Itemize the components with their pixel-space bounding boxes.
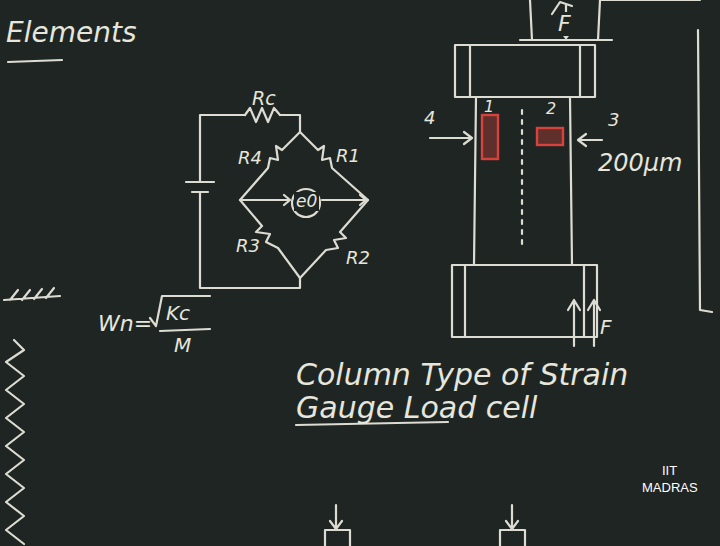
formula-text: M (174, 334, 191, 356)
underline (8, 60, 62, 62)
column-load-cell (430, 0, 612, 346)
ground-hatch (4, 288, 60, 300)
gauge-number: 2 (546, 100, 556, 118)
formula-text: Kc (166, 302, 190, 324)
gauge-number: 1 (484, 98, 494, 116)
resistor-label: R4 (238, 148, 262, 168)
caption-text: Column Type of Strain Gauge Load cell (296, 358, 676, 424)
root-sign (150, 296, 210, 326)
resistor-label: R1 (336, 146, 360, 166)
partial-sketch (325, 505, 350, 546)
frame-line (600, 0, 700, 1)
fraction-bar (160, 329, 210, 331)
resistor-label: R2 (346, 248, 370, 268)
force-label: F (556, 12, 573, 36)
watermark: IIT (662, 464, 677, 478)
spring (6, 340, 24, 544)
bridge-circuit (186, 108, 368, 288)
heading-text: Elements (6, 18, 137, 49)
strain-gauges (482, 115, 563, 159)
watermark: MADRAS (642, 481, 698, 495)
formula-text: Wn= (98, 312, 152, 336)
gauge-number: 4 (424, 108, 435, 128)
bracket (698, 30, 712, 312)
gauge-number: 3 (608, 110, 619, 130)
partial-sketch (500, 505, 525, 546)
resistor-label: R3 (236, 236, 260, 256)
force-label: F (600, 316, 612, 338)
meter-label: e0 (294, 192, 319, 211)
dimension-label: 200µm (598, 150, 682, 176)
resistor-label: Rc (252, 88, 276, 109)
